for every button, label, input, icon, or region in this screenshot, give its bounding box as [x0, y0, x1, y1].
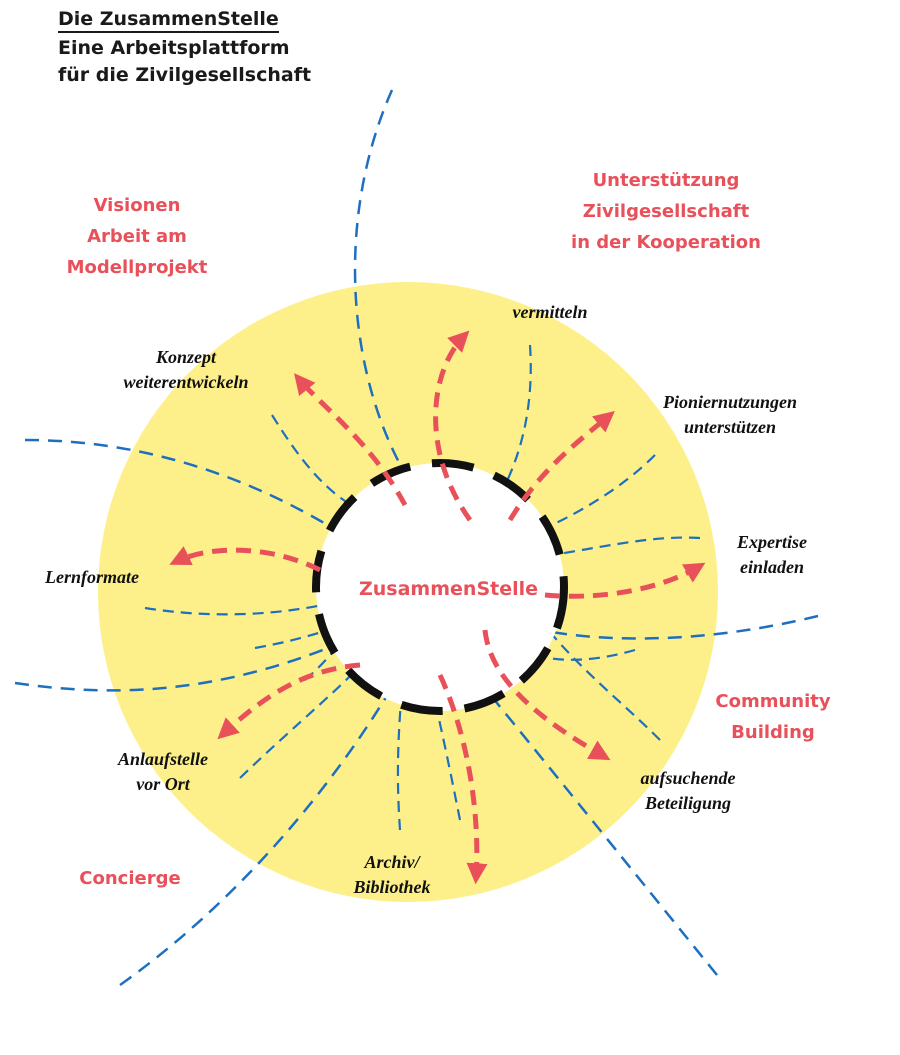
title-line-2: Eine Arbeitsplattform [58, 37, 290, 59]
activity-vermitteln: vermitteln [488, 300, 612, 325]
activity-label: Bibliothek [353, 877, 431, 897]
zone-label: Concierge [79, 868, 181, 889]
activity-label: aufsuchende [640, 768, 736, 788]
activity-label: weiterentwickeln [123, 372, 249, 392]
zone-community: Community Building [700, 686, 846, 748]
activity-label: Archiv/ [364, 852, 420, 872]
activity-anlaufstelle: Anlaufstelle vor Ort [96, 747, 230, 797]
bg-line-top [353, 89, 424, 501]
activity-aufsuchende: aufsuchende Beteiligung [620, 766, 756, 816]
inflow-arrow [538, 617, 661, 741]
background-flow-lines [14, 89, 819, 987]
inflow-arrow [421, 657, 462, 821]
outflow-arrow [507, 410, 615, 522]
activity-lernformate: Lernformate [24, 565, 160, 590]
diagram-title: Die ZusammenStelle Eine Arbeitsplattform… [58, 6, 311, 89]
inflow-arrow [254, 612, 375, 650]
activity-label: Beteiligung [644, 793, 731, 813]
bg-line-bottom-left [119, 664, 407, 987]
activity-pionier: Pioniernutzungen unterstützen [640, 390, 820, 440]
inflow-arrow [476, 344, 532, 533]
activity-expertise: Expertise einladen [717, 530, 827, 580]
zone-label: Zivilgesellschaft [582, 201, 750, 222]
bg-line-left-upper [24, 438, 361, 547]
zone-label: Visionen [93, 195, 181, 216]
center-ring [312, 459, 568, 715]
outflow-arrow [217, 662, 361, 740]
zone-concierge: Concierge [62, 863, 198, 894]
zone-unterstuetzung: Unterstützung Zivilgesellschaft in der K… [548, 165, 784, 258]
outflow-arrow [544, 562, 706, 599]
activity-label: Pioniernutzungen [662, 392, 798, 412]
activity-label: unterstützen [683, 417, 777, 437]
bg-line-bottom-right [469, 669, 718, 976]
outflow-arrow [433, 330, 473, 522]
outflow-arrow [437, 673, 488, 885]
inflow-arrow [396, 652, 411, 831]
bg-line-right [539, 614, 819, 640]
zone-label: Unterstützung [592, 170, 740, 191]
activity-label: Anlaufstelle [117, 749, 208, 769]
zone-label: Modellprojekt [66, 257, 208, 278]
zone-label: in der Kooperation [571, 232, 761, 253]
zone-label: Community [715, 691, 831, 712]
activity-label: Expertise [737, 532, 807, 552]
outflow-arrow [169, 546, 322, 573]
activity-label: Konzept [155, 347, 216, 367]
activity-label: vermitteln [512, 302, 588, 322]
title-line-3: für die Zivilgesellschaft [58, 64, 312, 86]
activity-label: vor Ort [136, 774, 190, 794]
zone-visionen: Visionen Arbeit am Modellprojekt [52, 190, 222, 283]
activity-label: einladen [739, 557, 804, 577]
outflow-arrow [294, 373, 408, 507]
title-line-1: Die ZusammenStelle [58, 7, 279, 33]
activity-archiv: Archiv/ Bibliothek [330, 850, 454, 900]
zone-label: Arbeit am [87, 226, 187, 247]
center-label: ZusammenStelle [359, 578, 539, 600]
bg-line-left-lower [14, 628, 371, 692]
outward-flow-arrows [169, 330, 706, 885]
activity-label: Lernformate [45, 567, 139, 587]
zone-label: Building [731, 722, 815, 743]
outflow-arrow [482, 629, 611, 761]
activity-konzept: Konzept weiterentwickeln [96, 345, 276, 395]
